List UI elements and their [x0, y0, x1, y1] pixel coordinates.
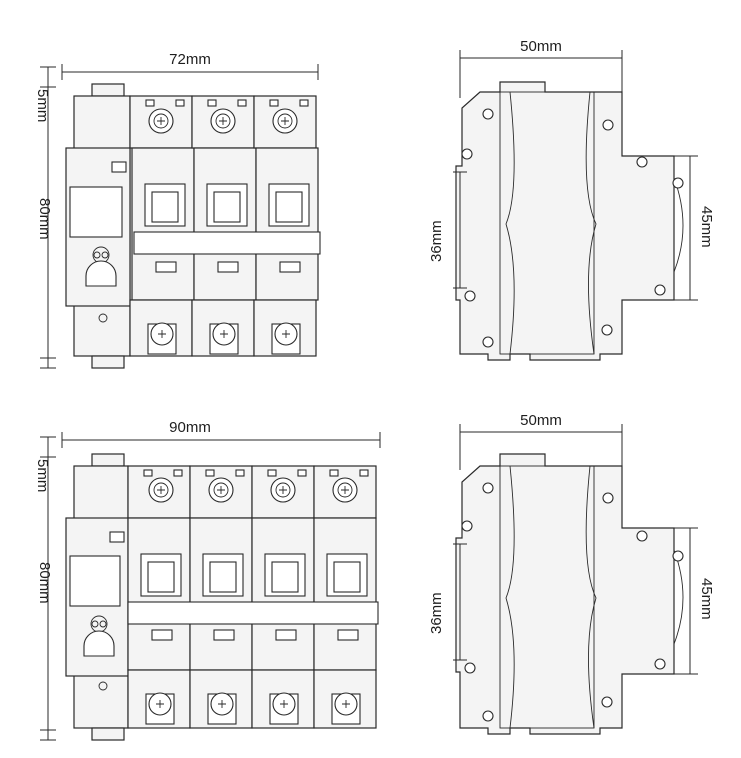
pole-1: [129, 95, 195, 357]
auxiliary-module-4p: [65, 453, 129, 741]
depth-label-4p: 50mm: [520, 412, 562, 429]
toggle-bar: [133, 231, 321, 255]
front-view-4-pole: 90mm 5mm 80mm: [34, 419, 381, 741]
height-dimension: 5mm 80mm: [34, 66, 56, 369]
height-label: 80mm: [36, 198, 53, 240]
top-offset-label-4p: 5mm: [34, 459, 51, 492]
top-offset-label: 5mm: [34, 89, 51, 122]
rail-dimension-4p: 36mm: [428, 543, 467, 661]
face-dimension: 45mm: [674, 155, 715, 301]
pole-4p-4: [313, 465, 377, 729]
width-label: 72mm: [169, 51, 211, 68]
pole-4p-1: [127, 465, 191, 729]
pole-2: [191, 95, 257, 357]
pole-4p-3: [251, 465, 315, 729]
side-view-3-pole: 50mm 36mm 45mm: [428, 38, 715, 361]
width-dimension-4p: 90mm: [61, 419, 381, 448]
auxiliary-module: [65, 83, 131, 369]
depth-dimension: 50mm: [459, 38, 623, 98]
rail-label-4p: 36mm: [428, 592, 445, 634]
depth-label: 50mm: [520, 38, 562, 55]
rail-label: 36mm: [428, 220, 445, 262]
height-dimension-4p: 5mm 80mm: [34, 436, 56, 741]
width-dimension: 72mm: [61, 51, 319, 80]
side-view-4-pole: 50mm 36mm 45mm: [428, 412, 715, 735]
height-label-4p: 80mm: [36, 562, 53, 604]
rail-dimension: 36mm: [428, 171, 467, 289]
depth-dimension-4p: 50mm: [459, 412, 623, 470]
front-view-3-pole: 72mm 5mm 80mm: [34, 51, 321, 369]
face-dimension-4p: 45mm: [674, 527, 715, 675]
width-label-4p: 90mm: [169, 419, 211, 436]
toggle-bar-4p: [127, 601, 379, 625]
face-label-4p: 45mm: [698, 578, 715, 620]
pole-4p-2: [189, 465, 253, 729]
face-label: 45mm: [698, 206, 715, 248]
pole-3: [253, 95, 319, 357]
